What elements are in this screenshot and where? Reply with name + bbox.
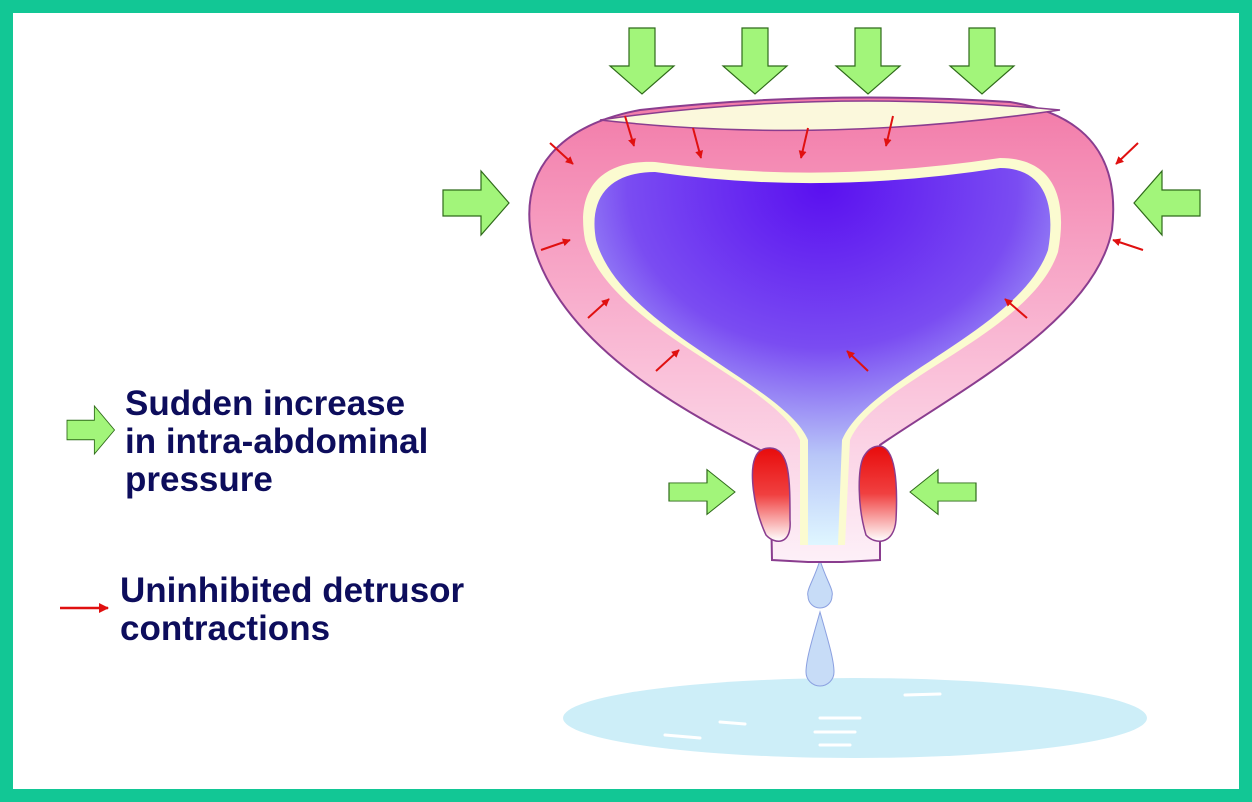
puddle-highlights [663, 692, 942, 747]
urine-drop [807, 558, 833, 609]
bladder-lumen [594, 168, 1051, 545]
legend-line: contractions [120, 609, 331, 648]
red-arrow-icon [798, 127, 809, 159]
red-arrow-icon [1112, 238, 1144, 251]
red-arrow-icon [549, 142, 574, 165]
red-arrow-icon [692, 127, 704, 159]
green-arrow-right-icon [442, 170, 510, 236]
red-arrow-icon [624, 115, 636, 147]
legend-pressure-label: Sudden increase in intra-abdominal press… [125, 385, 428, 499]
red-arrow-icon [846, 350, 869, 372]
green-arrow-down-icon [835, 27, 901, 95]
red-arrow-icon [883, 115, 894, 147]
green-arrow-left-icon [909, 469, 977, 516]
bladder-dome-layer [599, 100, 1061, 132]
legend-line: pressure [125, 460, 273, 499]
legend-detrusor-label: Uninhibited detrusor contractions [120, 572, 464, 648]
detrusor-contraction-arrows [540, 115, 1144, 372]
green-arrow-left-icon [1133, 170, 1201, 236]
red-arrow-icon [655, 349, 680, 372]
green-block-arrow-icon [66, 405, 115, 455]
urethral-sphincter-left [751, 447, 791, 542]
legend-line: in intra-abdominal [125, 422, 429, 461]
red-arrow-icon [587, 298, 610, 319]
legend-line: Sudden increase [125, 384, 406, 423]
red-arrow-icon [540, 238, 571, 251]
green-arrow-down-icon [949, 27, 1015, 95]
green-arrow-down-icon [609, 27, 675, 95]
urethral-sphincter-right [858, 445, 898, 542]
red-arrow-icon [1115, 142, 1139, 165]
green-arrow-right-icon [668, 469, 736, 516]
green-arrow-down-icon [722, 27, 788, 95]
red-arrow-icon [1004, 298, 1028, 319]
urine-drop [805, 610, 835, 687]
legend-line: Uninhibited detrusor [120, 571, 465, 610]
